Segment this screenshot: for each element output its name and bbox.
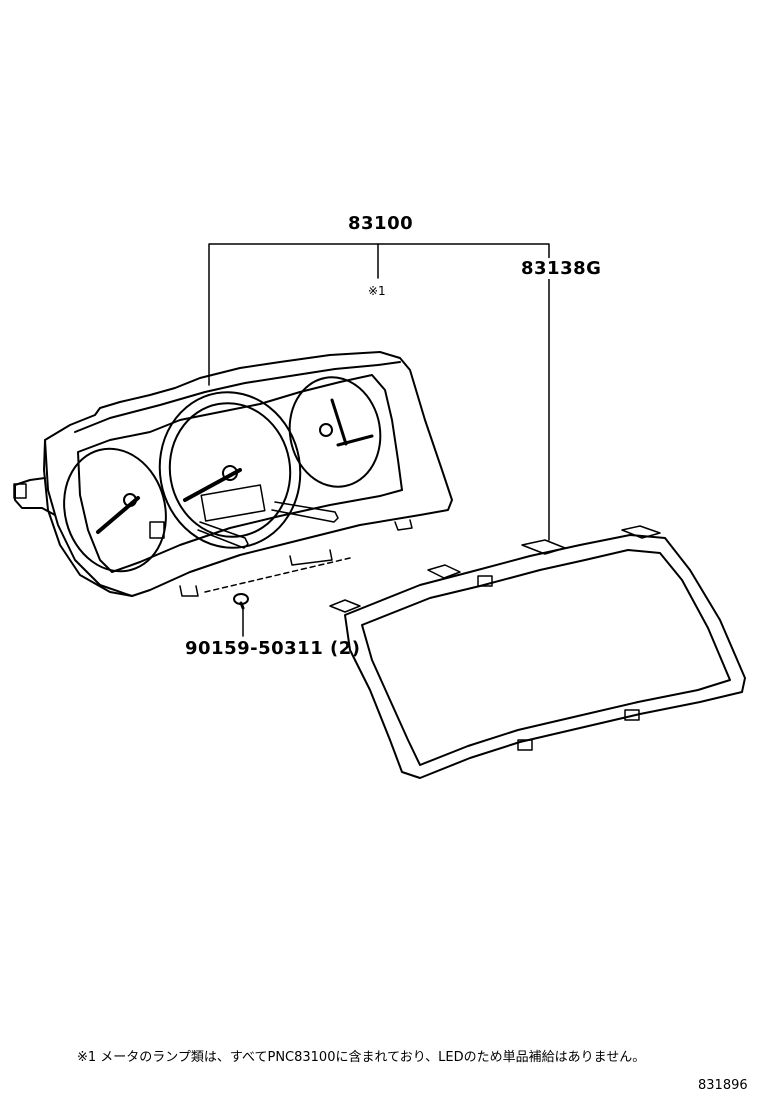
gasket-clip-6 (624, 709, 640, 721)
gasket-clip-7 (477, 575, 493, 587)
right-gauge-hub (319, 423, 333, 437)
meter-housing-outline (44, 351, 453, 597)
odometer-display (200, 484, 266, 522)
left-gauge-ring (63, 447, 167, 573)
footnote: ※1 メータのランプ類は、すべてPNC83100に含まれており、LEDのため単品… (77, 1050, 646, 1065)
gasket-outer (344, 534, 746, 779)
gasket-inner (361, 549, 731, 766)
right-gauge-ring (288, 376, 382, 488)
speedometer-needle (183, 468, 242, 502)
note-mark: ※1 (368, 284, 386, 298)
left-gauge-hub (123, 493, 137, 507)
leader-83100-bracket (208, 243, 550, 541)
gasket-clip-5 (517, 739, 533, 751)
right-gauge-needle (330, 398, 348, 446)
speedometer-hub (222, 465, 238, 481)
meter-top-ridge (74, 361, 401, 433)
bottom-tab-2 (289, 549, 333, 566)
right-gauge-needle-2 (336, 434, 374, 447)
bottom-tab-1 (179, 585, 199, 597)
gasket-illustration (329, 525, 746, 779)
screw-shank (239, 601, 245, 610)
part-number-meter-assy: 83100 (348, 213, 414, 234)
illustration-id: 831896 (698, 1078, 748, 1093)
gasket-clip-2 (427, 564, 461, 579)
gasket-clip-4 (621, 525, 661, 539)
left-mount-bracket (14, 477, 56, 516)
trip-knob-left (197, 521, 249, 549)
bottom-tab-3 (394, 519, 413, 531)
combination-meter-illustration (13, 351, 453, 597)
left-mount-tab (13, 483, 27, 499)
leader-lines (204, 243, 550, 637)
part-number-gasket: 83138G (519, 258, 604, 279)
left-gauge-needle (96, 496, 140, 534)
gasket-clip-1 (329, 599, 361, 613)
screw-illustration (233, 593, 249, 610)
screw-mount-dashed (204, 557, 351, 593)
speedometer-outer-ring (158, 391, 302, 549)
meter-side-depth (43, 439, 133, 597)
gasket-clip-3 (521, 539, 566, 555)
part-number-screw: 90159-50311 (2) (185, 638, 361, 659)
trip-knob-right (271, 501, 339, 523)
warning-lamp-window (149, 521, 165, 539)
speedometer-inner-ring (168, 402, 292, 538)
